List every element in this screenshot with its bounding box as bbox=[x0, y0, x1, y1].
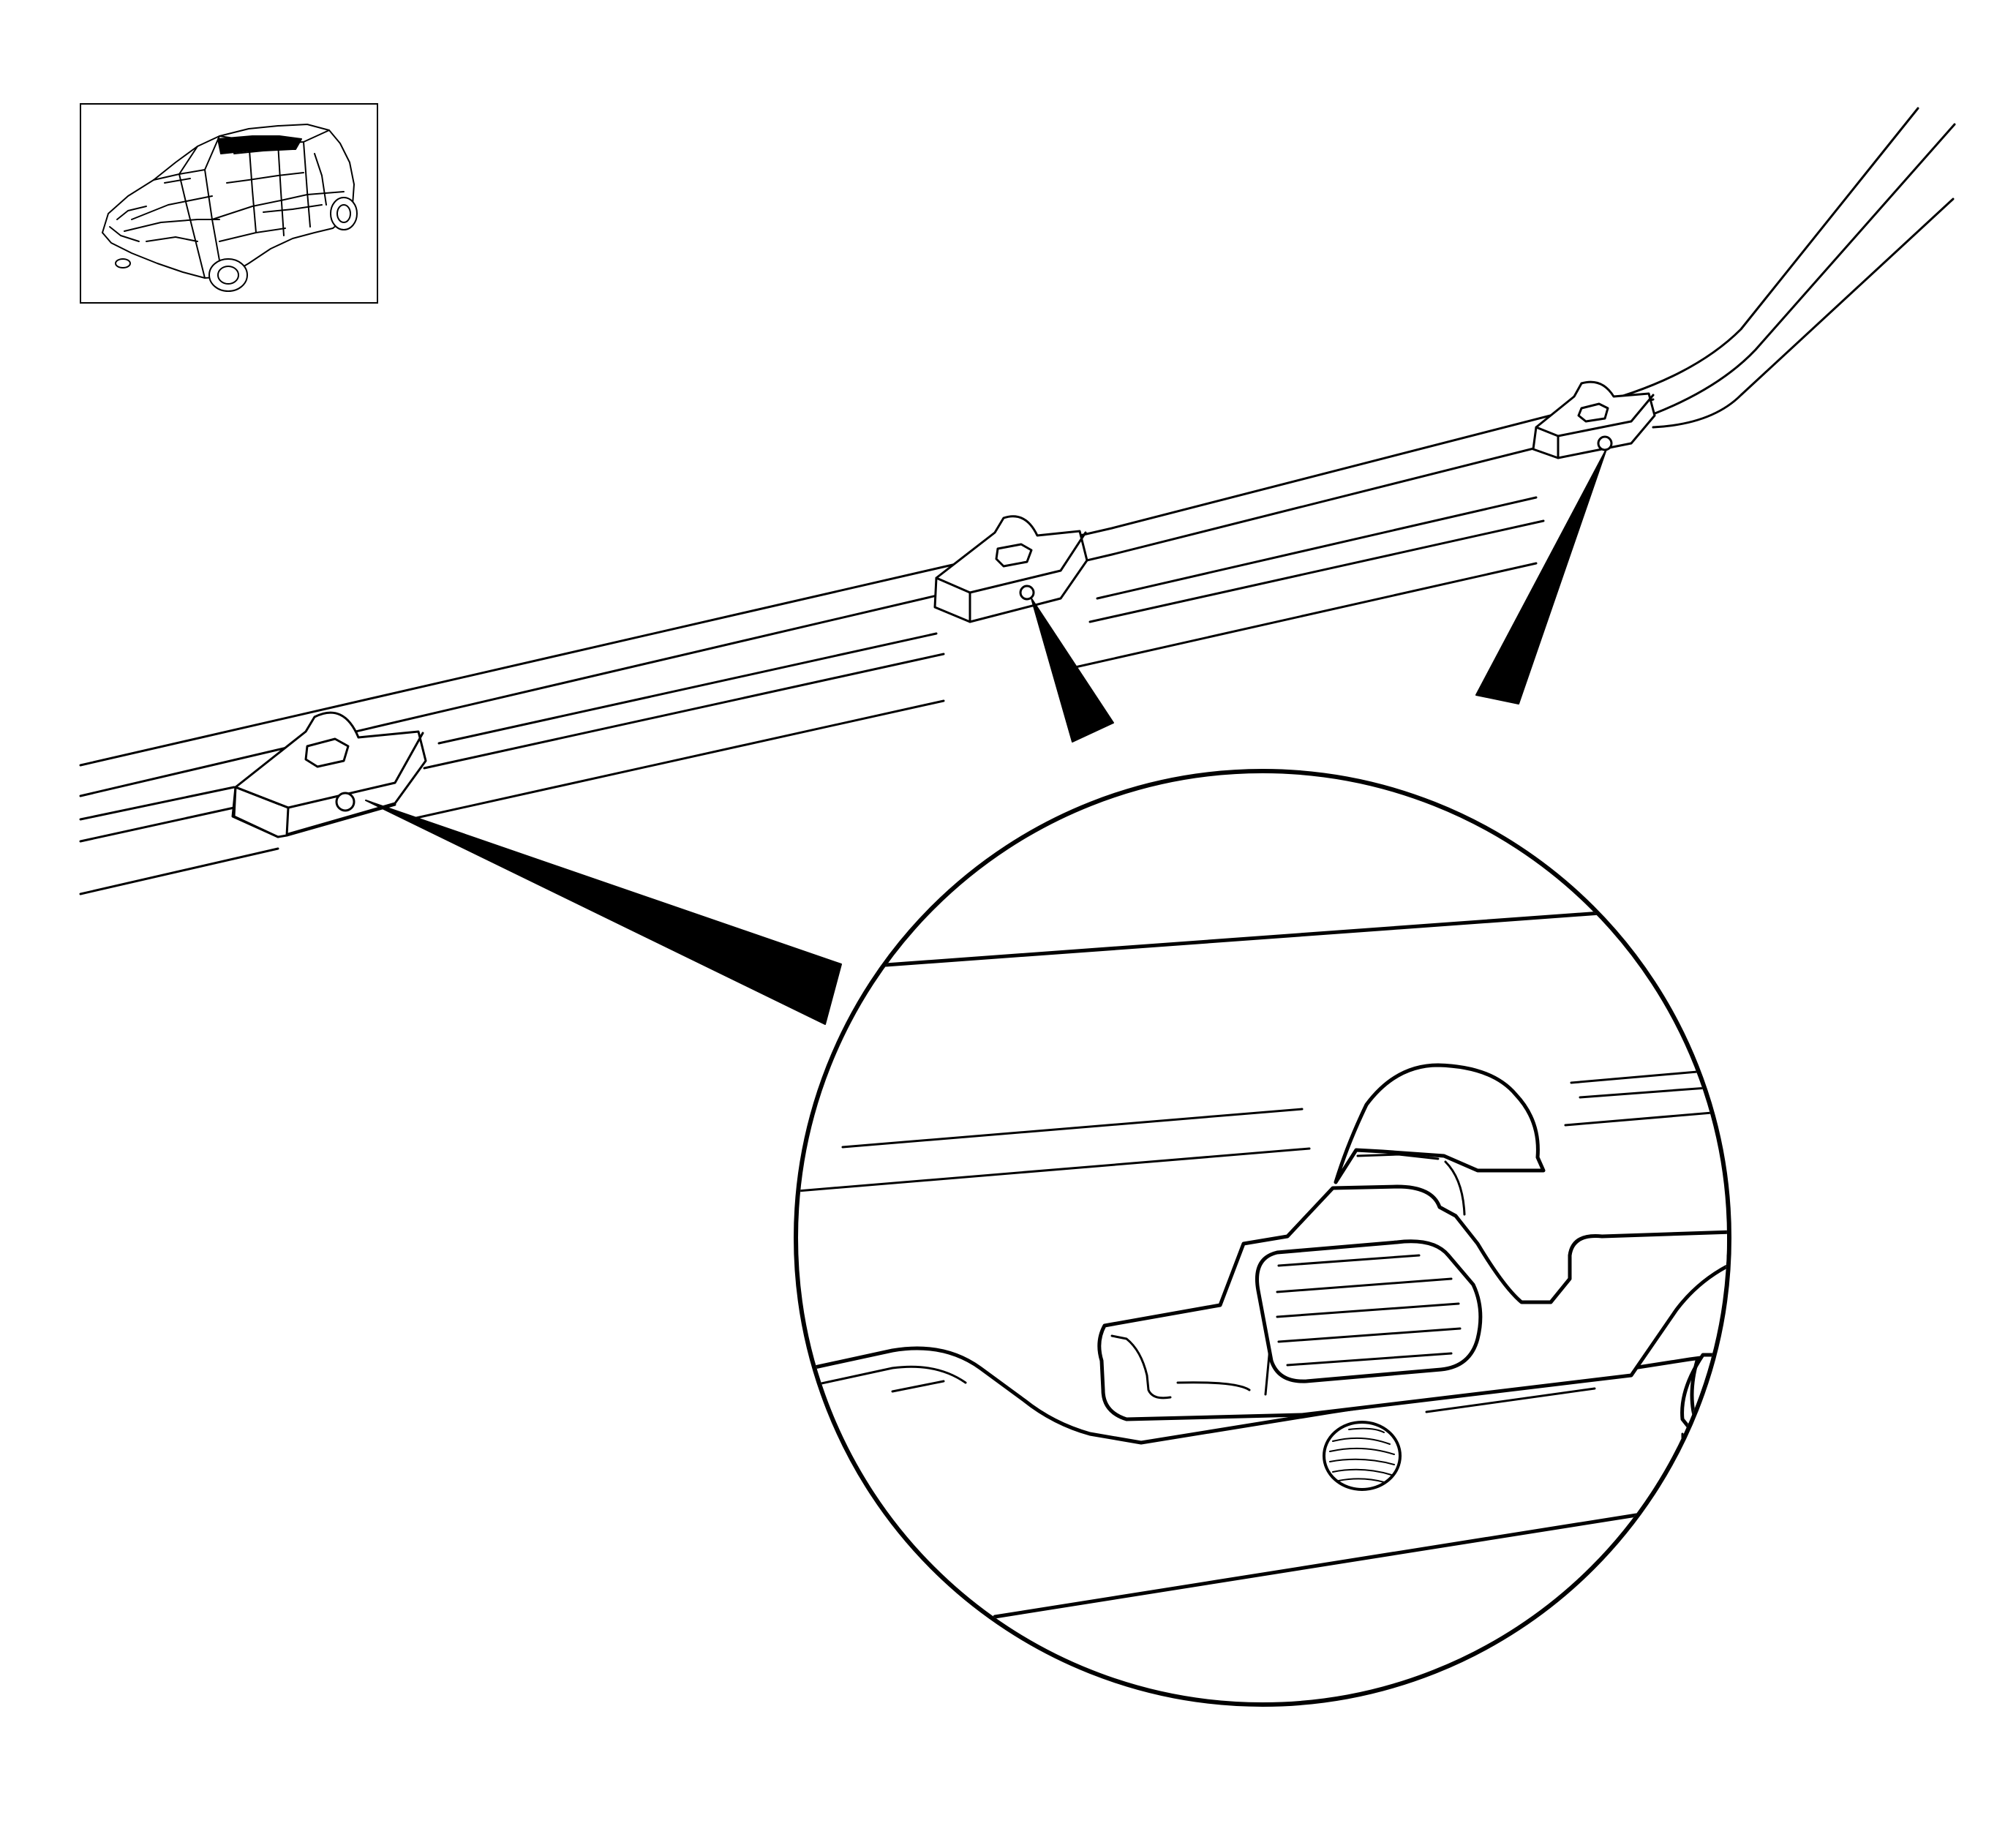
roof-rail-highlight bbox=[217, 135, 302, 154]
roof-rail-rear-edge bbox=[1652, 198, 1955, 429]
detail-circle-frame bbox=[794, 769, 1731, 1707]
callout-pointer-middle bbox=[1031, 598, 1114, 743]
callout-pointer-left bbox=[365, 800, 842, 1025]
roof-rail-lower-edge bbox=[79, 562, 1538, 895]
clip-middle bbox=[933, 515, 1088, 623]
clip-left bbox=[231, 711, 427, 838]
car-body-outline bbox=[102, 124, 355, 279]
detail-contents bbox=[798, 901, 1727, 1619]
callout-pointers bbox=[365, 448, 1607, 1025]
roof-rail-channel-lower bbox=[79, 519, 1545, 843]
roof-rail-channel-upper bbox=[79, 398, 1655, 821]
threaded-hole bbox=[1323, 1421, 1402, 1491]
detail-magnifier bbox=[794, 769, 1731, 1707]
car-wheels bbox=[115, 197, 358, 292]
callout-pointer-right bbox=[1475, 448, 1607, 705]
clip-right bbox=[1532, 380, 1656, 459]
locator-inset bbox=[80, 103, 378, 304]
